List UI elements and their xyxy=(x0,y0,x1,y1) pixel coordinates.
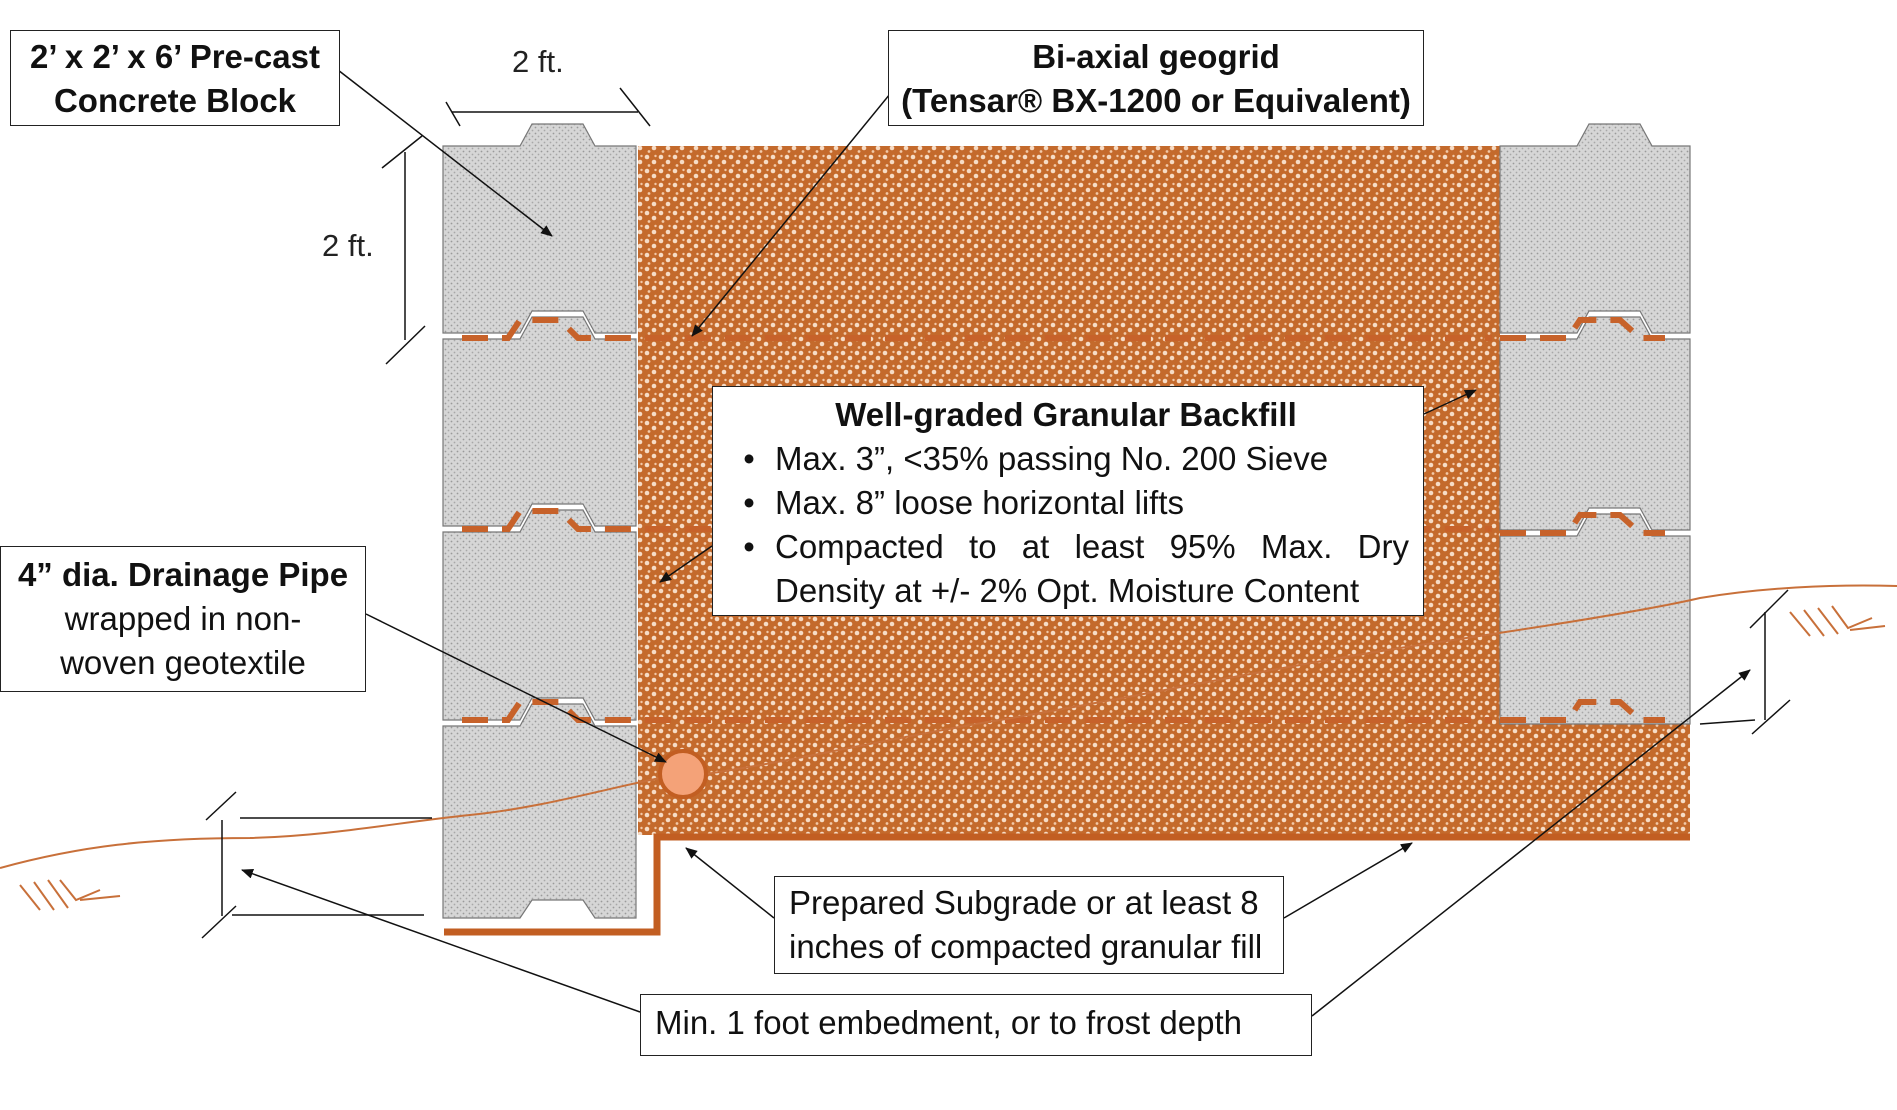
concrete-block xyxy=(1499,513,1691,725)
prepared-subgrade-line xyxy=(444,833,1690,936)
leader-block xyxy=(337,69,553,237)
concrete-block xyxy=(442,703,637,919)
leader-backfill-left xyxy=(659,545,713,583)
dimension-embedment-right xyxy=(1699,589,1791,735)
geogrid-layer xyxy=(1500,512,1665,536)
label-block-width: 2 ft. xyxy=(512,44,564,79)
ground-line-left xyxy=(0,777,661,869)
callout-drainage-pipe: 4” dia. Drainage Pipe wrapped in non- wo… xyxy=(0,546,366,692)
subgrade-label-line1: Prepared Subgrade or at least 8 xyxy=(789,884,1259,921)
concrete-block xyxy=(1499,316,1691,531)
concrete-block xyxy=(442,123,637,334)
leader-backfill-right xyxy=(1423,389,1477,415)
pipe-label-line2: wrapped in non- xyxy=(64,600,302,637)
geogrid-layer xyxy=(462,317,1492,341)
leader-subgrade-left xyxy=(685,847,775,919)
block-label-line2: Concrete Block xyxy=(53,82,297,119)
geogrid-layer xyxy=(462,699,1492,723)
geogrid-label-line2: (Tensar® BX-1200 or Equivalent) xyxy=(901,82,1411,119)
dimension-block-height xyxy=(381,135,426,365)
leader-subgrade-right xyxy=(1283,842,1413,919)
backfill-title: Well-graded Granular Backfill xyxy=(835,396,1297,433)
leader-embedment-left xyxy=(241,868,641,1013)
concrete-block xyxy=(442,316,637,527)
callout-backfill: Well-graded Granular Backfill •Max. 3”, … xyxy=(712,386,1424,616)
left-block-stack xyxy=(442,123,637,919)
leader-lines xyxy=(241,69,1751,1017)
backfill-bullet: •Max. 3”, <35% passing No. 200 Sieve xyxy=(743,440,1329,477)
geogrid-layers xyxy=(462,317,1665,723)
dimension-block-width xyxy=(445,87,651,127)
geogrid-label-line1: Bi-axial geogrid xyxy=(1032,38,1280,75)
callout-geogrid: Bi-axial geogrid (Tensar® BX-1200 or Equ… xyxy=(888,30,1424,126)
ground-hatch-right xyxy=(1789,605,1886,637)
geogrid-layer xyxy=(1500,699,1665,723)
dimension-embedment-left xyxy=(201,791,432,939)
leader-pipe xyxy=(365,613,667,763)
leader-geogrid xyxy=(691,93,891,337)
label-block-height: 2 ft. xyxy=(322,228,374,263)
backfill-bullet: •Compacted to at least 95% Max. Dry Dens… xyxy=(743,528,1409,609)
right-block-stack xyxy=(1499,123,1691,725)
concrete-block xyxy=(442,509,637,721)
backfill-bullet: •Max. 8” loose horizontal lifts xyxy=(743,484,1185,521)
ground-hatch-left xyxy=(19,879,121,911)
callout-subgrade: Prepared Subgrade or at least 8 inches o… xyxy=(774,876,1284,974)
geogrid-layer xyxy=(1500,317,1665,341)
pipe-label-line1: 4” dia. Drainage Pipe xyxy=(17,556,349,593)
embedment-label: Min. 1 foot embedment, or to frost depth xyxy=(655,1004,1242,1041)
leader-embedment-right xyxy=(1311,669,1751,1017)
drainage-pipe xyxy=(658,749,708,799)
subgrade-label-line2: inches of compacted granular fill xyxy=(789,928,1263,965)
callout-concrete-block: 2’ x 2’ x 6’ Pre-cast Concrete Block xyxy=(10,30,340,126)
concrete-block xyxy=(1499,123,1691,334)
ground-line-right xyxy=(699,584,1897,776)
block-label-line1: 2’ x 2’ x 6’ Pre-cast xyxy=(30,38,320,75)
pipe-label-line3: woven geotextile xyxy=(60,644,306,681)
callout-embedment: Min. 1 foot embedment, or to frost depth xyxy=(640,994,1312,1056)
